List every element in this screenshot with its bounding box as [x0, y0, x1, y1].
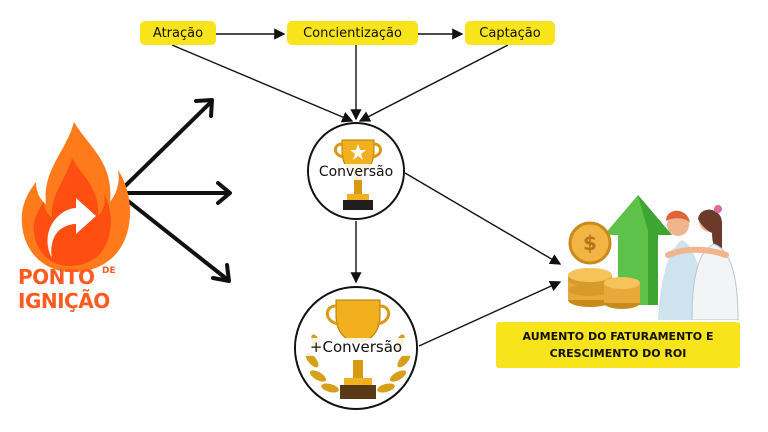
node-conversao: Conversão: [307, 122, 405, 220]
result-line-1: AUMENTO DO FATURAMENTO E: [522, 330, 714, 343]
node-mais-conversao: +Conversão: [294, 286, 418, 410]
svg-text:$: $: [583, 231, 597, 255]
conversao-label: Conversão: [309, 164, 403, 180]
flame-logo-icon: [21, 122, 131, 272]
brand-word-ponto: PONTO: [18, 265, 95, 289]
result-box: AUMENTO DO FATURAMENTO E CRESCIMENTO DO …: [496, 322, 740, 368]
arrow-captacao-to-conversao: [358, 44, 509, 122]
node-concientizacao: Concientização: [287, 21, 418, 45]
node-atracao: Atração: [140, 21, 216, 45]
result-line-2: CRESCIMENTO DO ROI: [549, 347, 687, 360]
brand-word-de: DE: [102, 266, 116, 276]
laurel-trophy-icon: [305, 299, 411, 399]
coins-growth-icon: $: [568, 195, 739, 320]
brand-word-ignicao: IGNIÇÃO: [18, 289, 110, 313]
arrow-mais-conversao-to-result: [418, 280, 562, 347]
mais-conversao-label: +Conversão: [296, 338, 416, 356]
ignition-fan-arrows: [116, 98, 232, 283]
arrow-conversao-to-result: [404, 172, 562, 265]
arrow-atracao-to-conversao: [171, 44, 354, 123]
node-captacao: Captação: [465, 21, 555, 45]
